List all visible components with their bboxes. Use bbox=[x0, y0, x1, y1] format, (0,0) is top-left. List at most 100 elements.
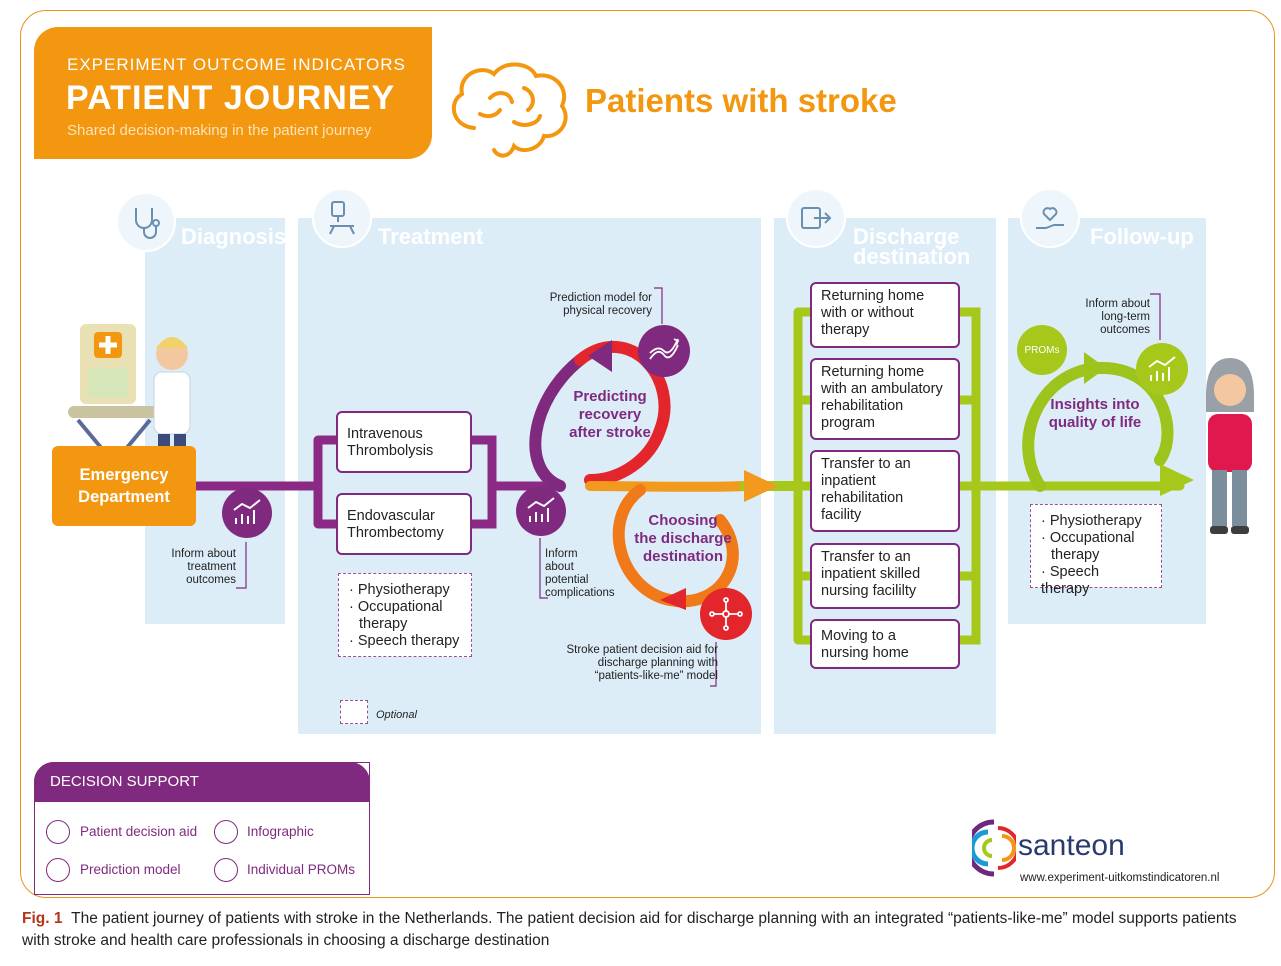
discharge-option-home-therapy: Returning home with or without therapy bbox=[810, 282, 960, 348]
note-line: Inform about bbox=[1085, 298, 1150, 310]
legend-individual-proms: Individual PROMs bbox=[247, 862, 356, 877]
box-line: with or without bbox=[821, 305, 914, 321]
brain-icon bbox=[451, 62, 568, 158]
infographic-icon bbox=[222, 488, 272, 538]
note-line: long-term bbox=[1101, 311, 1150, 323]
box-line: with an ambulatory bbox=[821, 381, 943, 397]
box-line: Transfer to an bbox=[821, 549, 911, 565]
box-line: therapy bbox=[821, 322, 870, 338]
stethoscope-icon bbox=[116, 192, 176, 252]
followup-note: Inform about long-term outcomes bbox=[1060, 298, 1150, 337]
box-line: Endovascular bbox=[347, 508, 435, 524]
patient-decision-aid-icon bbox=[700, 588, 752, 640]
box-line: Returning home bbox=[821, 364, 925, 380]
decision-aid-note: Stroke patient decision aid for discharg… bbox=[550, 644, 718, 683]
note-line: Stroke patient decision aid for bbox=[566, 644, 718, 656]
leader-line bbox=[710, 642, 717, 687]
therapy-line: · Speech therapy bbox=[349, 633, 460, 649]
note-line: about bbox=[545, 561, 574, 573]
discharge-option-nursing-home: Moving to a nursing home bbox=[810, 619, 960, 669]
header-subtitle: Shared decision-making in the patient jo… bbox=[67, 122, 372, 139]
legend-prediction-model: Prediction model bbox=[80, 862, 181, 877]
treatment-box-thrombolysis: Intravenous Thrombolysis bbox=[336, 411, 472, 473]
note-line: discharge planning with bbox=[597, 657, 718, 669]
diagnosis-note-line: treatment bbox=[187, 561, 236, 573]
box-line: Returning home bbox=[821, 288, 925, 304]
choosing-loop-label: Choosing the discharge destination bbox=[628, 512, 738, 566]
note-line: potential bbox=[545, 574, 589, 586]
leader-line bbox=[539, 538, 548, 599]
hand-heart-icon bbox=[1020, 188, 1080, 248]
phase-discharge-2: destination bbox=[853, 244, 971, 269]
phase-diagnosis: Diagnosis bbox=[181, 224, 287, 249]
loop-line: destination bbox=[642, 548, 723, 565]
therapy-line: · Occupational bbox=[349, 599, 443, 615]
predicting-loop-label: Predicting recovery after stroke bbox=[560, 388, 660, 442]
legend-patient-decision-aid: Patient decision aid bbox=[80, 824, 198, 839]
therapy-line: · Physiotherapy bbox=[349, 582, 450, 598]
discharge-option-home-ambulatory: Returning home with an ambulatory rehabi… bbox=[810, 358, 960, 440]
brand-name: santeon bbox=[1018, 829, 1125, 862]
note-line: “patients-like-me” model bbox=[594, 670, 718, 682]
infographic-legend-icon bbox=[214, 820, 238, 844]
note-line: outcomes bbox=[1100, 324, 1150, 336]
leader-line bbox=[1150, 293, 1161, 340]
optional-legend-box bbox=[340, 700, 368, 724]
figure-caption: Fig. 1 The patient journey of patients w… bbox=[22, 908, 1262, 952]
patient-illustration bbox=[1206, 358, 1254, 534]
loop-line: Predicting bbox=[573, 388, 647, 405]
loop-line: quality of life bbox=[1048, 414, 1142, 431]
caption-label: Fig. 1 bbox=[22, 910, 63, 927]
exit-icon bbox=[786, 188, 846, 248]
emergency-department: Emergency Department bbox=[52, 446, 196, 526]
loop-line: Insights into bbox=[1050, 396, 1140, 413]
note-line: complications bbox=[545, 587, 615, 599]
box-line: Intravenous bbox=[347, 426, 423, 442]
phase-discharge: Discharge bbox=[853, 224, 960, 249]
subject-title: Patients with stroke bbox=[585, 82, 897, 119]
followup-optional-therapies: · Physiotherapy · Occupational therapy ·… bbox=[1030, 504, 1162, 597]
proms-label: PROMs bbox=[1024, 344, 1060, 356]
phase-treatment: Treatment bbox=[378, 224, 484, 249]
box-line: Moving to a bbox=[821, 628, 896, 644]
caption-text: The patient journey of patients with str… bbox=[22, 910, 1237, 949]
insights-loop-label: Insights into quality of life bbox=[1040, 396, 1150, 432]
box-line: nursing home bbox=[821, 645, 909, 661]
note-line: Inform bbox=[545, 548, 578, 560]
diagnosis-note-line: outcomes bbox=[186, 574, 236, 586]
santeon-logo-icon bbox=[972, 819, 1016, 877]
loop-line: after stroke bbox=[569, 424, 651, 441]
treatment-box-thrombectomy: Endovascular Thrombectomy bbox=[336, 493, 472, 555]
loop-line: recovery bbox=[578, 406, 642, 423]
therapy-line: therapy bbox=[359, 616, 408, 632]
decision-support-header: DECISION SUPPORT bbox=[34, 762, 370, 802]
proms-icon: PROMs bbox=[1017, 325, 1067, 375]
therapy-line: · Physiotherapy bbox=[1041, 513, 1142, 529]
individual-proms-legend-icon bbox=[214, 858, 238, 882]
note-line: physical recovery bbox=[563, 305, 652, 317]
note-line: Prediction model for bbox=[549, 292, 652, 304]
loop-line: Choosing bbox=[648, 512, 718, 529]
phase-followup: Follow-up bbox=[1090, 224, 1194, 249]
prediction-model-icon bbox=[638, 325, 690, 377]
box-line: rehabilitation bbox=[821, 490, 904, 506]
leader-line bbox=[236, 542, 247, 589]
discharge-option-skilled-nursing: Transfer to an inpatient skilled nursing… bbox=[810, 543, 960, 609]
header-banner: EXPERIMENT OUTCOME INDICATORS PATIENT JO… bbox=[34, 27, 432, 159]
emergency-line-2: Department bbox=[78, 488, 170, 506]
diagnosis-note-line: Inform about bbox=[171, 548, 236, 560]
box-line: Thrombectomy bbox=[347, 525, 444, 541]
leader-line bbox=[654, 287, 663, 324]
emergency-line-1: Emergency bbox=[79, 466, 169, 484]
diagnosis-note: Inform about treatment outcomes bbox=[164, 548, 236, 587]
box-line: program bbox=[821, 415, 875, 431]
infographic-icon bbox=[1136, 343, 1188, 395]
prediction-note: Prediction model for physical recovery bbox=[528, 292, 652, 318]
prediction-model-legend-icon bbox=[46, 858, 70, 882]
box-line: inpatient bbox=[821, 473, 876, 489]
box-line: inpatient skilled bbox=[821, 566, 921, 582]
loop-line: the discharge bbox=[634, 530, 732, 547]
brand-url: www.experiment-uitkomstindicatoren.nl bbox=[1020, 872, 1220, 884]
box-line: nursing facililty bbox=[821, 583, 917, 599]
